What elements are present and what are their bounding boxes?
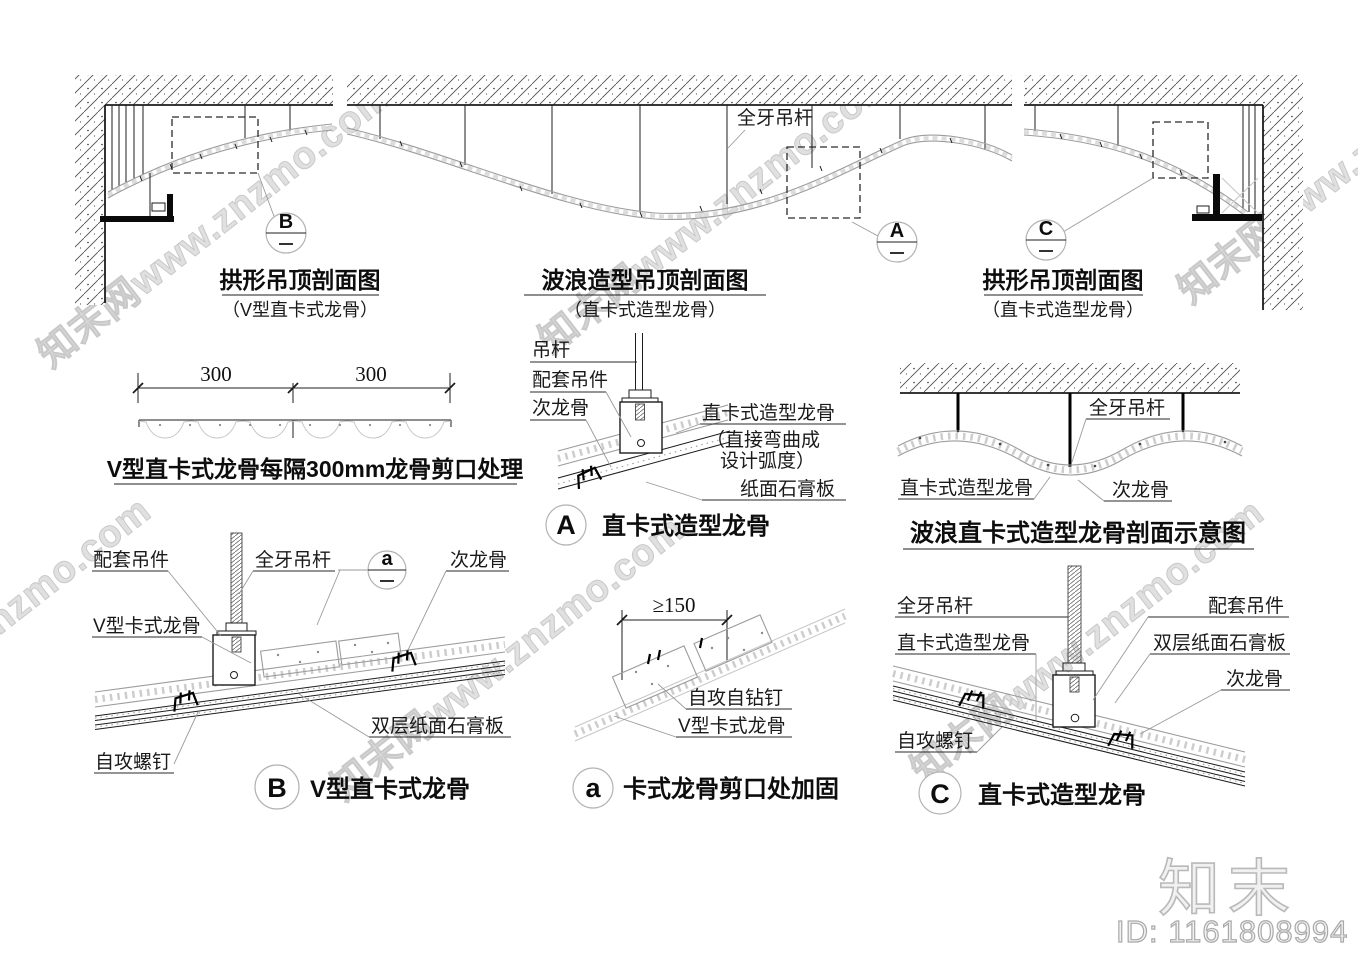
label-shaped-keel-note-1: （直接弯曲成: [706, 429, 820, 451]
label-v-keel: V型卡式龙骨: [678, 715, 786, 737]
caption-bubble-c: C: [930, 779, 950, 809]
drawing-id: ID: 1161808994: [1115, 913, 1349, 949]
secondary-keel-clip: [958, 690, 1134, 749]
label-hanger-part: 配套吊件: [532, 369, 608, 391]
title-wave-profile: 波浪直卡式造型龙骨剖面示意图: [910, 519, 1246, 547]
subtitle-arch-right: （直卡式造型龙骨）: [982, 300, 1144, 320]
label-double-gypsum-board: 双层纸面石膏板: [371, 714, 504, 737]
title-arch-right: 拱形吊顶剖面图: [983, 267, 1144, 293]
detail-bubble-b: B: [279, 211, 293, 233]
label-self-drilling-screw: 自攻自钻钉: [688, 687, 783, 709]
section-wave-profile: 全牙吊杆 直卡式造型龙骨 次龙骨 波浪直卡式造型龙骨剖面示意图: [896, 363, 1254, 550]
label-full-thread-rod: 全牙吊杆: [737, 107, 813, 129]
title-arch-left: 拱形吊顶剖面图: [220, 267, 381, 293]
label-shaped-keel: 直卡式造型龙骨: [900, 477, 1033, 499]
label-full-thread-rod: 全牙吊杆: [897, 595, 973, 617]
label-shaped-keel: 直卡式造型龙骨: [702, 402, 835, 424]
caption-detail-b: V型直卡式龙骨: [310, 776, 470, 803]
caption-detail-small-a: 卡式龙骨剪口处加固: [623, 775, 839, 803]
caption-bubble-b: B: [267, 773, 287, 803]
label-secondary-keel: 次龙骨: [450, 549, 507, 571]
label-full-thread-rod: 全牙吊杆: [1089, 397, 1165, 419]
title-wave-top: 波浪造型吊顶剖面图: [542, 267, 749, 293]
section-arch-right-drawing: C 拱形吊顶剖面图 （直卡式造型龙骨）: [982, 75, 1303, 320]
caption-detail-c: 直卡式造型龙骨: [978, 782, 1146, 809]
label-secondary-keel: 次龙骨: [1226, 668, 1283, 690]
label-hanger-part: 配套吊件: [93, 549, 169, 571]
label-self-tapping-screw: 自攻螺钉: [95, 751, 171, 773]
label-v-keel: V型卡式龙骨: [93, 615, 201, 637]
secondary-keel-clip: [577, 465, 603, 490]
section-detail-small-a: ≥150 自攻自钻钉 V型卡式龙骨 a 卡式龙骨剪口处加固: [572, 593, 847, 809]
detail-bubble-c: C: [1039, 218, 1053, 240]
section-arch-left-drawing: B 拱形吊顶剖面图 （V型直卡式龙骨）: [75, 75, 381, 320]
label-secondary-keel: 次龙骨: [1112, 479, 1169, 501]
section-wave-top-drawing: 全牙吊杆 A 波浪造型吊顶剖面图 （直卡式造型龙骨）: [346, 75, 1013, 320]
dim-300-left: 300: [200, 362, 232, 386]
label-hanger-part: 配套吊件: [1208, 595, 1284, 617]
section-detail-a: 吊杆 配套吊件 次龙骨 直卡式造型龙骨 （直接弯曲成 设计弧度） 纸面石膏板 A…: [530, 333, 846, 546]
section-notch-spacing: 300 300 V型直卡式龙骨每隔300mm龙骨剪口处理: [107, 362, 524, 485]
label-self-tapping-screw: 自攻螺钉: [897, 730, 973, 752]
label-shaped-keel-note-2: 设计弧度）: [720, 450, 815, 472]
label-gypsum-board: 纸面石膏板: [740, 477, 835, 500]
caption-detail-a: 直卡式造型龙骨: [602, 513, 770, 540]
dim-300-right: 300: [355, 362, 387, 386]
site-logo: 知末: [1157, 854, 1299, 925]
secondary-keel-clip: [173, 650, 417, 712]
caption-bubble-a: A: [556, 510, 576, 540]
label-secondary-keel: 次龙骨: [532, 397, 589, 419]
label-full-thread-rod: 全牙吊杆: [255, 549, 331, 571]
label-double-gypsum-board: 双层纸面石膏板: [1153, 631, 1286, 654]
caption-bubble-small-a: a: [585, 773, 601, 803]
section-detail-b: a 配套吊件 全牙吊杆 次龙骨 V型卡式龙骨 自攻螺钉 双层纸面石膏板 B V型…: [92, 532, 511, 810]
label-rod: 吊杆: [532, 339, 570, 361]
label-shaped-keel: 直卡式造型龙骨: [897, 632, 1030, 654]
ref-bubble-a: a: [381, 548, 393, 570]
title-notch-spacing: V型直卡式龙骨每隔300mm龙骨剪口处理: [107, 456, 524, 482]
subtitle-wave-top: （直卡式造型龙骨）: [564, 300, 726, 320]
section-detail-c: 全牙吊杆 直卡式造型龙骨 自攻螺钉 配套吊件 双层纸面石膏板 次龙骨 C 直卡式…: [892, 565, 1290, 815]
subtitle-arch-left: （V型直卡式龙骨）: [222, 300, 378, 320]
dim-min-150: ≥150: [652, 593, 695, 617]
detail-bubble-a: A: [890, 220, 904, 242]
